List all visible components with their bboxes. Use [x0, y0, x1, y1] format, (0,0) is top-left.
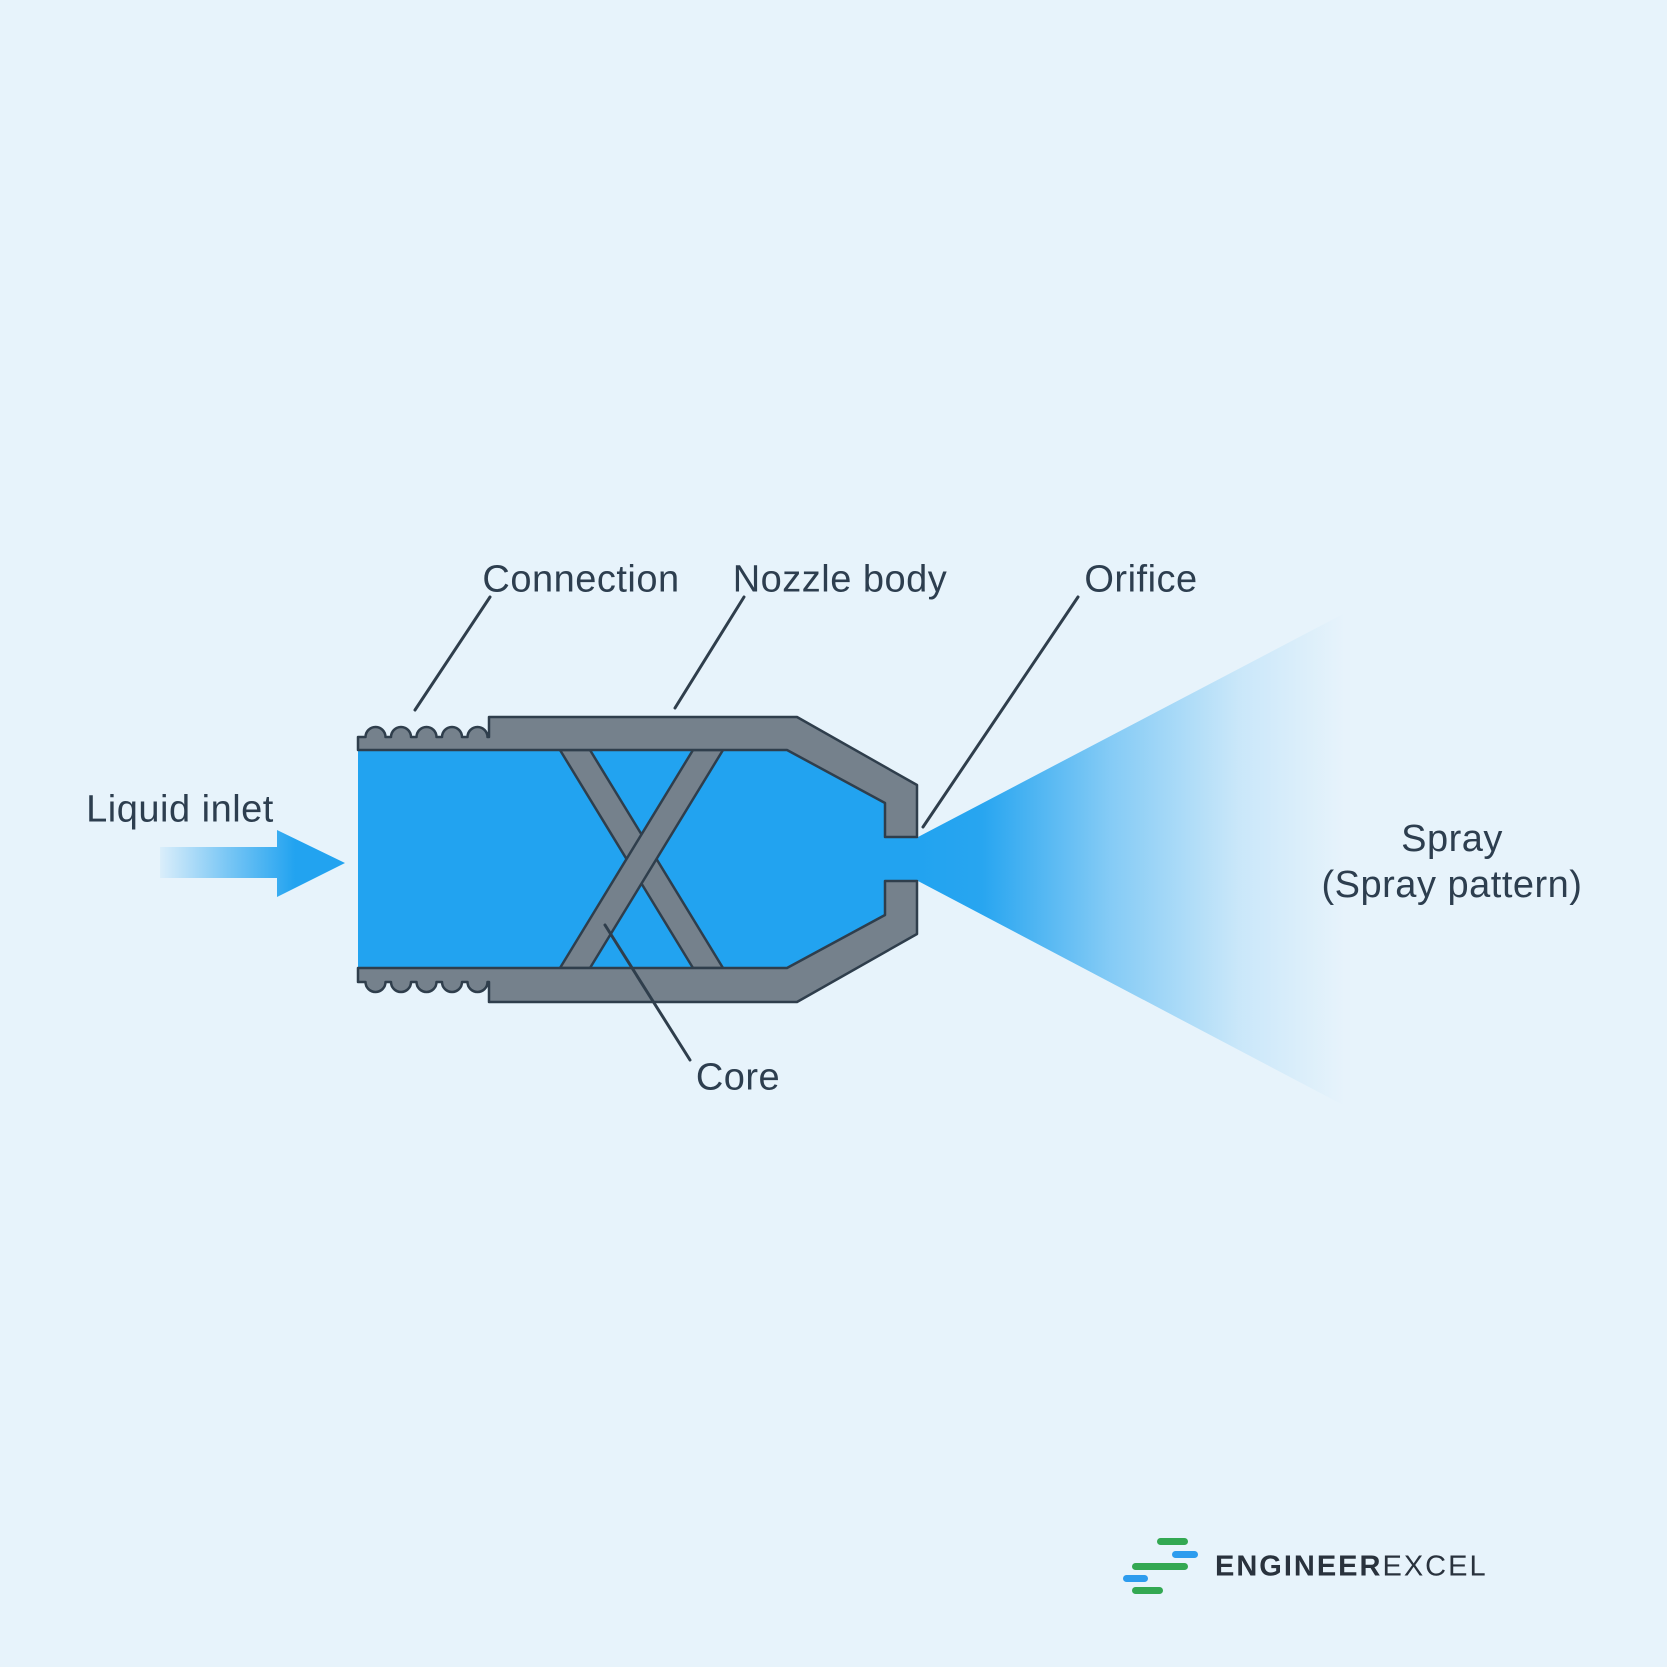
label-spray-line2: (Spray pattern) [1321, 864, 1583, 906]
label-connection: Connection [482, 558, 680, 601]
logo-bar-green-3 [1132, 1587, 1163, 1594]
logo-bar-blue-2 [1123, 1575, 1148, 1582]
label-spray: Spray (Spray pattern) [1322, 816, 1583, 908]
spray-cone [918, 613, 1345, 1106]
logo-bar-green-2 [1132, 1563, 1188, 1570]
label-liquid-inlet: Liquid inlet [86, 788, 274, 831]
inlet-arrow [160, 830, 345, 897]
logo-bar-green-1 [1157, 1538, 1188, 1545]
logo-wordmark-engineer: ENGINEER [1215, 1550, 1383, 1583]
label-spray-line1: Spray [1401, 818, 1503, 860]
logo-wordmark-excel: EXCEL [1382, 1550, 1488, 1583]
label-core: Core [695, 1056, 781, 1099]
engineerexcel-logo-icon [1123, 1538, 1205, 1594]
leader-orifice [921, 595, 1080, 829]
engineerexcel-logo: ENGINEEREXCEL [1123, 1538, 1563, 1598]
leader-connection [413, 595, 492, 712]
nozzle-body-bottom [356, 879, 919, 1004]
label-orifice: Orifice [1084, 558, 1198, 601]
leader-nozzle-body [673, 595, 746, 710]
leader-core [603, 923, 692, 1062]
label-nozzle-body: Nozzle body [732, 558, 948, 601]
logo-wordmark: ENGINEEREXCEL [1215, 1551, 1488, 1584]
nozzle-body-top [356, 715, 919, 839]
logo-bar-blue-1 [1172, 1551, 1198, 1558]
